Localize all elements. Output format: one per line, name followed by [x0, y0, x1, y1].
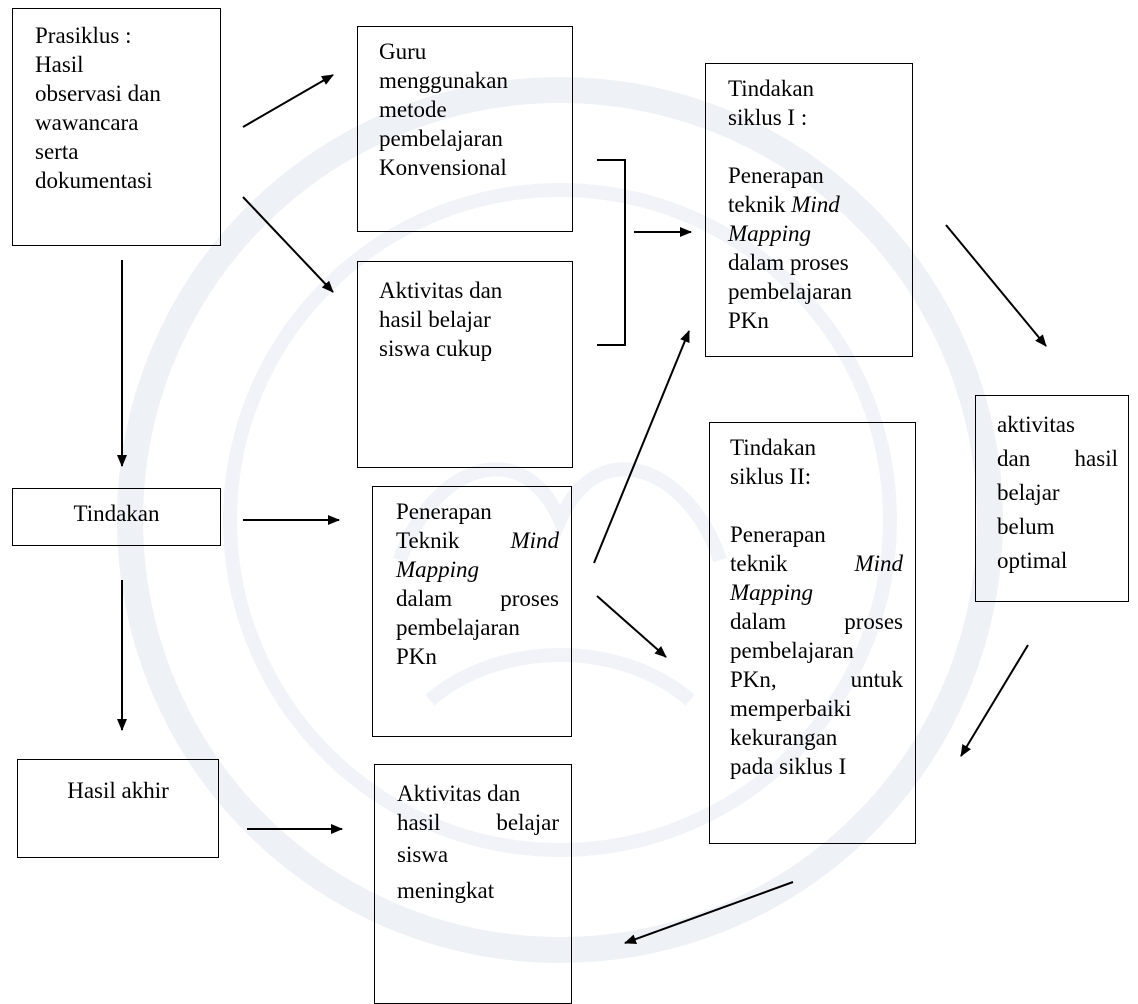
node-text-line: Hasil: [35, 52, 84, 77]
arrow-belum-optimal-to-siklus2: [960, 644, 1029, 757]
node-text-line: Tindakan: [730, 435, 817, 460]
node-text-line: Aktivitas dan: [379, 278, 503, 303]
node-text-line: siklus I :: [728, 105, 808, 130]
node-text-word: Mind: [510, 528, 559, 553]
node-text-line: dalam proses: [730, 609, 903, 634]
node-text-word: Mind: [791, 192, 840, 217]
node-text-line: Tindakan: [728, 76, 815, 101]
node-text-word: teknik: [730, 551, 788, 576]
node-text-word: Mind: [854, 551, 903, 576]
node-spacer: [728, 132, 902, 161]
node-text-line: belajar: [997, 480, 1060, 505]
node-text-line: siswa: [397, 842, 449, 867]
node-text-word: Mapping: [396, 557, 480, 582]
node-text-line: dan hasil: [997, 446, 1118, 471]
node-aktivitas-cukup: Aktivitas dan hasil belajar siswa cukup: [357, 261, 573, 468]
node-text-line: pembelajaran: [396, 615, 520, 640]
node-text-line: pembelajaran: [730, 638, 854, 663]
node-text-line: Hasil akhir: [67, 778, 169, 803]
node-text-line: aktivitas: [997, 412, 1075, 437]
node-text-line: memperbaiki: [730, 696, 852, 721]
node-text-line: Mapping: [730, 578, 903, 607]
node-text-line: observasi dan: [35, 81, 161, 106]
arrow-penerapan-to-siklus1: [593, 330, 690, 564]
node-text-line: kekurangan: [730, 725, 838, 750]
node-text-line: optimal: [997, 548, 1068, 573]
node-guru-konvensional: Guru menggunakan metode pembelajaran Kon…: [357, 26, 573, 232]
node-text-line: serta: [35, 139, 79, 164]
node-text-line: siklus II:: [730, 464, 812, 489]
node-text-line: PKn: [728, 308, 769, 333]
node-text-line: Tindakan: [73, 501, 160, 526]
node-text-line: pembelajaran: [379, 126, 503, 151]
node-text-word: Mapping: [730, 580, 814, 605]
node-text-line: Penerapan: [728, 163, 824, 188]
node-text-line: Aktivitas dan: [397, 781, 521, 806]
node-text-line: belum: [997, 514, 1055, 539]
node-text-line: teknik Mind: [728, 190, 902, 219]
arrow-siklus1-to-belum-optimal: [945, 224, 1047, 347]
node-text-line: dalam proses: [396, 586, 559, 611]
node-text-line: metode: [379, 97, 447, 122]
node-text-line: Guru: [379, 39, 427, 64]
node-spacer: [730, 491, 903, 520]
node-text-word: Mapping: [728, 221, 812, 246]
node-text-line: wawancara: [35, 110, 139, 135]
node-text-line: Konvensional: [379, 155, 507, 180]
node-text-line: Mapping: [396, 555, 559, 584]
node-tindakan-siklus-1: Tindakan siklus I : Penerapan teknik Min…: [705, 63, 913, 357]
bracket-connector: [597, 159, 626, 346]
node-tindakan-siklus-2: Tindakan siklus II: Penerapan teknik Mind…: [709, 422, 916, 844]
node-tindakan: Tindakan: [12, 488, 221, 546]
arrow-siklus2-to-aktivitas-meningkat: [624, 881, 794, 944]
node-text-line: dokumentasi: [35, 168, 153, 193]
node-text-word: teknik: [728, 192, 786, 217]
node-aktivitas-meningkat: Aktivitas dan hasil belajar siswa mening…: [374, 764, 572, 1004]
node-text-word: untuk: [850, 667, 903, 692]
node-text-line: dalam proses: [728, 250, 849, 275]
node-text-line: menggunakan: [379, 68, 509, 93]
node-text-line: Prasiklus :: [35, 23, 132, 48]
node-text-line: PKn, untuk: [730, 665, 903, 694]
node-belum-optimal: aktivitas dan hasil belajar belum optima…: [975, 395, 1129, 602]
arrow-prasiklus-to-aktivitas-cukup: [242, 196, 334, 293]
node-text-line: meningkat: [397, 878, 495, 903]
node-text-line: pada siklus I: [730, 754, 847, 779]
node-text-line: Penerapan: [730, 522, 826, 547]
node-text-line: pembelajaran: [728, 279, 852, 304]
node-text-line: hasil belajar: [397, 810, 559, 835]
node-text-line: Teknik Mind: [396, 526, 559, 555]
node-hasil-akhir: Hasil akhir: [17, 759, 219, 858]
node-text-line: PKn: [396, 644, 437, 669]
node-text-word: Teknik: [396, 528, 460, 553]
node-text-line: hasil belajar: [379, 307, 491, 332]
arrow-penerapan-to-siklus2: [596, 595, 667, 658]
node-text-line: Mapping: [728, 219, 902, 248]
node-prasiklus: Prasiklus : Hasil observasi dan wawancar…: [12, 8, 221, 246]
node-text-line: Penerapan: [396, 499, 492, 524]
node-text-line: teknik Mind: [730, 549, 903, 578]
node-text-line: siswa cukup: [379, 336, 493, 361]
node-text-word: PKn,: [730, 667, 777, 692]
arrow-prasiklus-to-guru: [242, 74, 334, 128]
node-penerapan: Penerapan Teknik Mind Mapping dalam prose…: [372, 486, 572, 737]
